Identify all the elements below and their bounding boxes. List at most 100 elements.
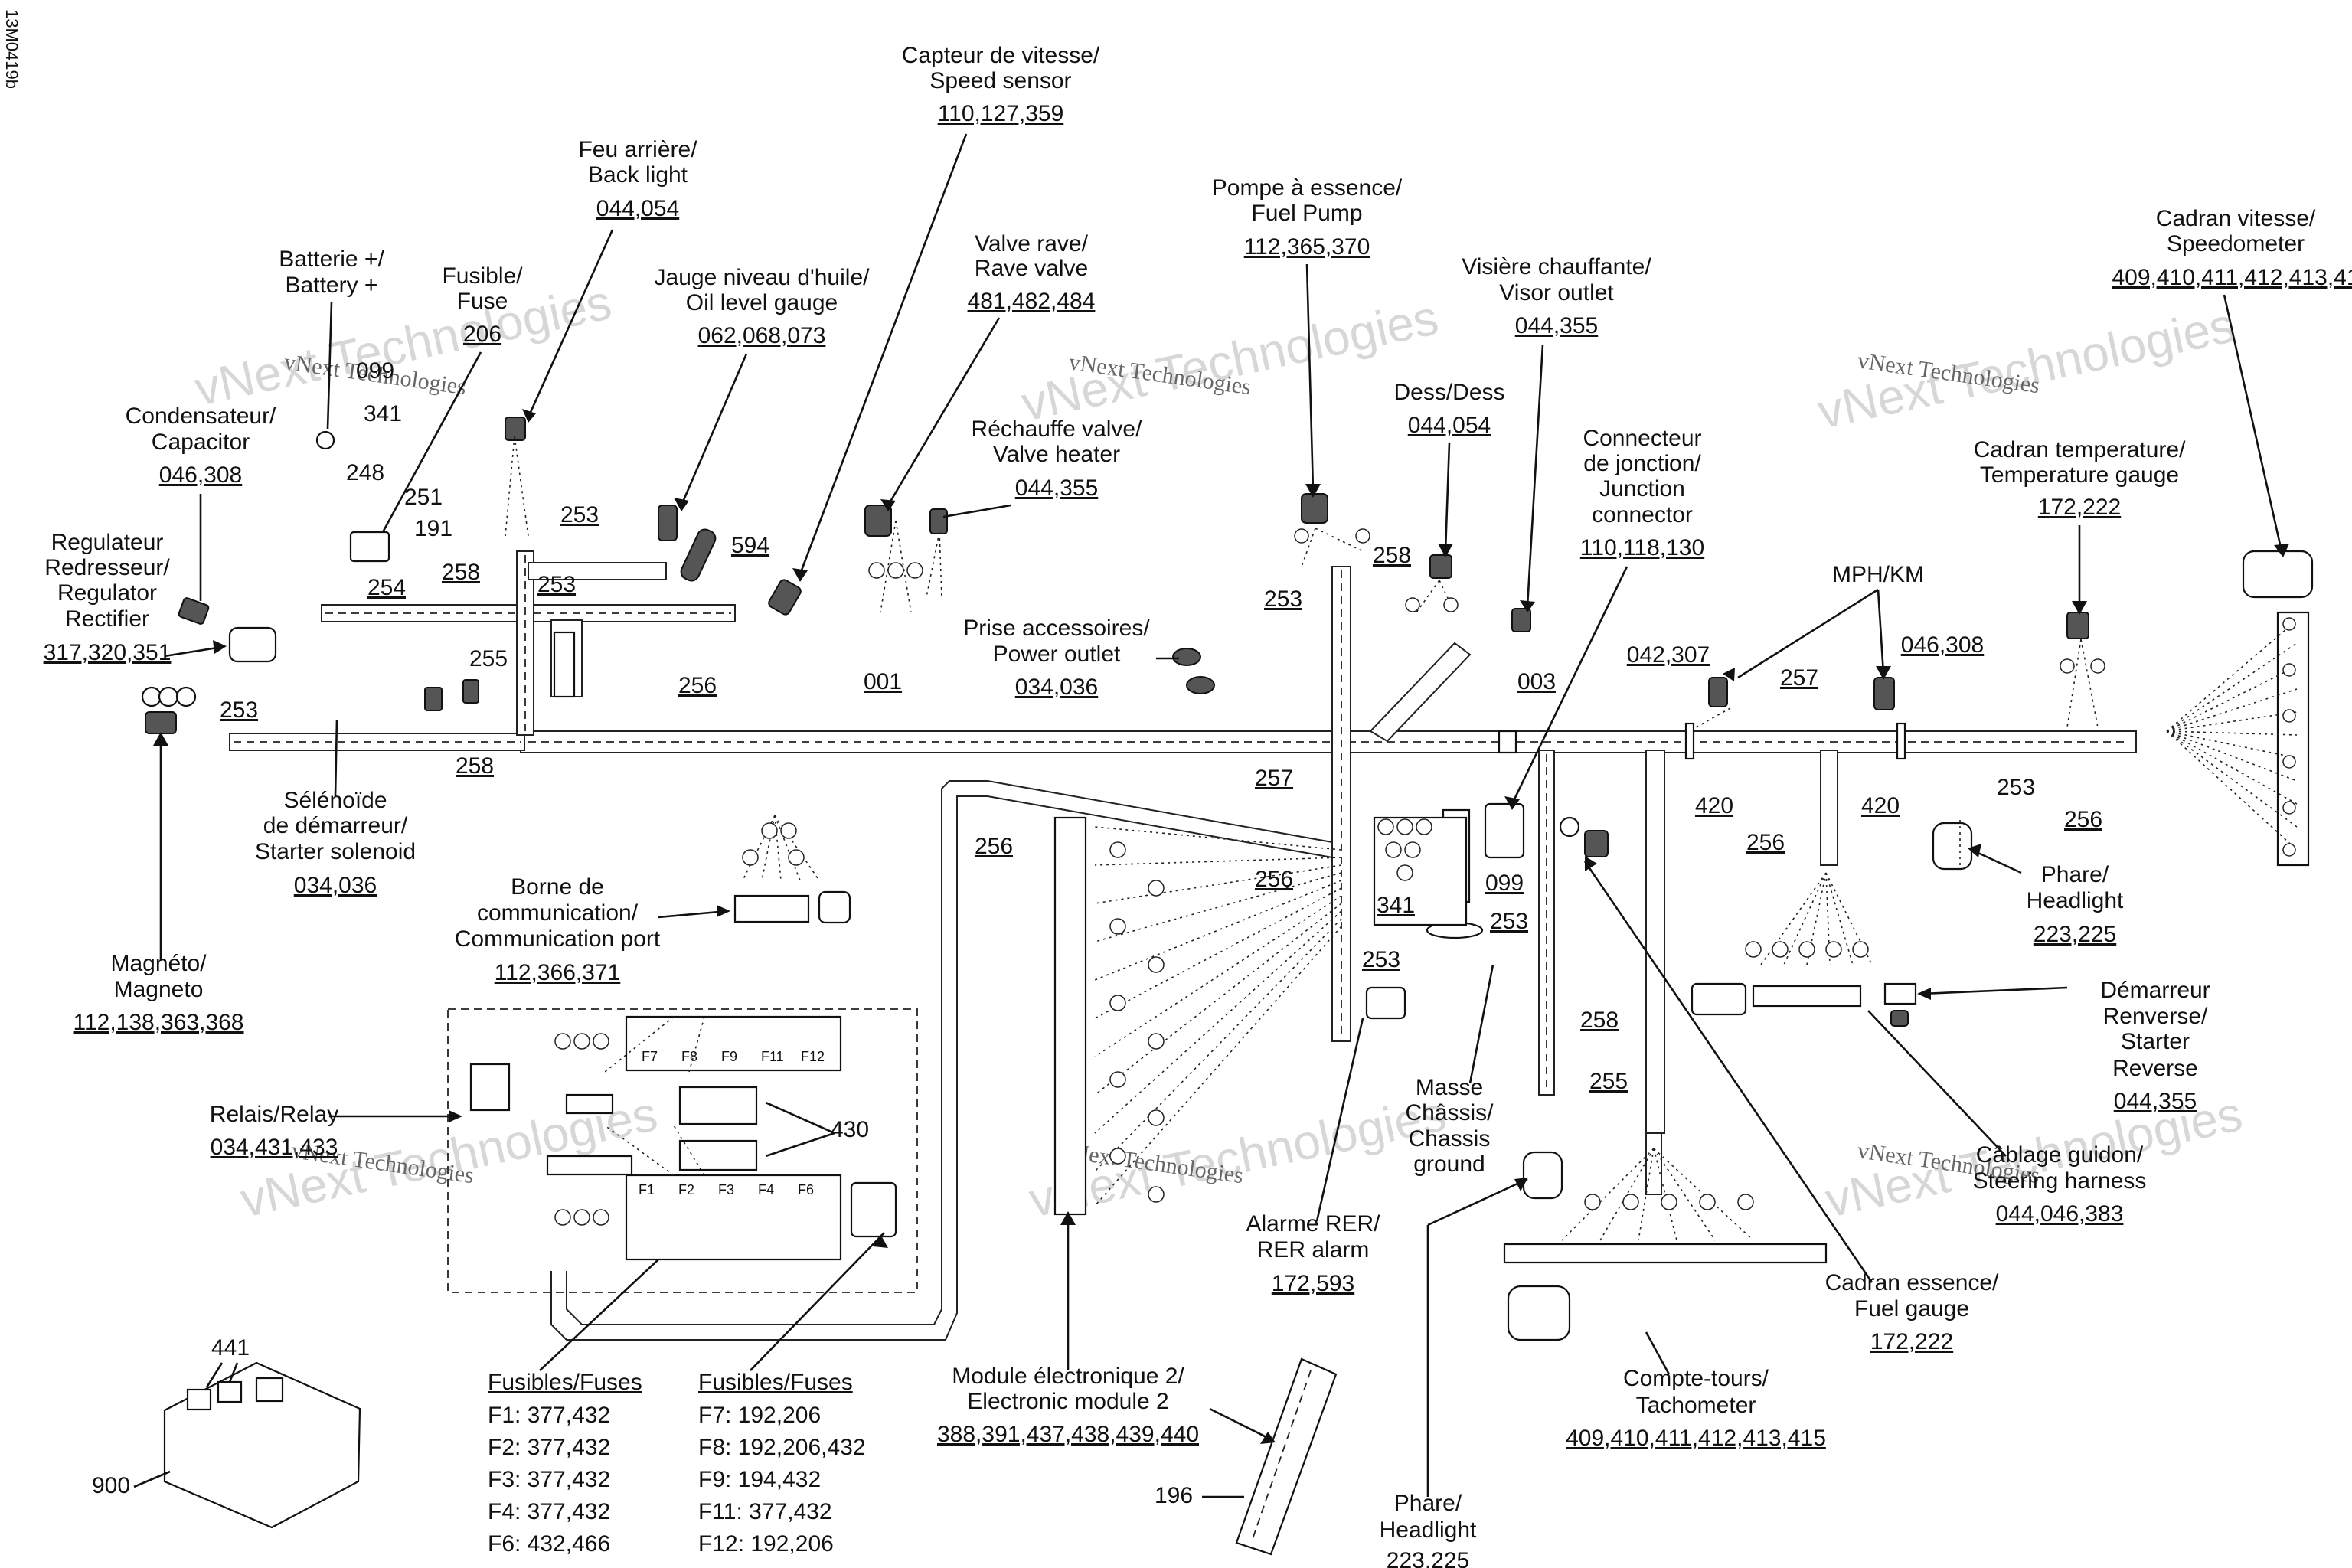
- svg-text:de démarreur/: de démarreur/: [263, 813, 408, 838]
- svg-text:communication/: communication/: [477, 900, 639, 926]
- svg-text:Renverse/: Renverse/: [2103, 1004, 2208, 1029]
- svg-text:Chassis: Chassis: [1409, 1126, 1491, 1152]
- fuses-heading-left: Fusibles/Fuses: [488, 1370, 642, 1395]
- fuse-box-relay: [255, 1377, 284, 1403]
- ref-341: 341: [1377, 893, 1415, 918]
- svg-text:Magnéto/: Magnéto/: [110, 951, 207, 976]
- ref-253: 253: [220, 697, 258, 723]
- svg-text:110,127,359: 110,127,359: [938, 101, 1064, 126]
- svg-text:Dess/Dess: Dess/Dess: [1393, 380, 1504, 405]
- rer-alarm-body: [1365, 986, 1406, 1020]
- ref-430: 430: [831, 1117, 869, 1142]
- svg-text:Regulateur: Regulateur: [51, 530, 164, 555]
- svg-text:Cadran vitesse/: Cadran vitesse/: [2156, 206, 2316, 231]
- svg-text:172,222: 172,222: [1870, 1329, 1953, 1354]
- inline-connector-dots: [554, 528, 2296, 1226]
- svg-text:112,366,371: 112,366,371: [495, 960, 621, 985]
- fuse-slot-label: F2: [678, 1182, 694, 1197]
- svg-text:Rectifier: Rectifier: [65, 606, 149, 632]
- capacitor: [178, 597, 210, 625]
- capacitor-callout: Condensateur/ Capacitor 046,308: [126, 403, 276, 488]
- regulator-callout: Regulateur Redresseur/ Regulator Rectifi…: [44, 530, 172, 665]
- fuse-box-900: [163, 1361, 361, 1529]
- fuse-slot-label: F4: [758, 1182, 774, 1197]
- svg-text:044,355: 044,355: [1015, 475, 1098, 501]
- document-id: 13M0419b: [2, 9, 21, 89]
- svg-text:ground: ground: [1413, 1152, 1485, 1177]
- svg-text:Câblage guidon/: Câblage guidon/: [1976, 1142, 2144, 1168]
- svg-text:Relais/Relay: Relais/Relay: [210, 1102, 338, 1127]
- ref-046-308: 046,308: [1901, 632, 1984, 658]
- ref-099: 099: [356, 358, 394, 384]
- fuse-box-bottom-labels: F1 F2 F3 F4 F6: [639, 1182, 814, 1197]
- svg-text:Communication port: Communication port: [455, 926, 661, 952]
- power-outlet-callout: Prise accessoires/ Power outlet 034,036: [963, 616, 1150, 700]
- fuse-line: F12: 192,206: [698, 1531, 834, 1557]
- fuse-slot-label: F11: [761, 1049, 784, 1064]
- fuse-line: F7: 192,206: [698, 1403, 821, 1428]
- ref-255: 255: [1589, 1069, 1628, 1094]
- fuse-line: F4: 377,432: [488, 1499, 610, 1524]
- back-light-connector: [505, 416, 526, 441]
- temperature-gauge-connector: [2066, 612, 2089, 639]
- tachometer-pin-block: [1503, 1243, 1828, 1264]
- regulator-rectifier: [228, 626, 277, 663]
- svg-text:Prise accessoires/: Prise accessoires/: [963, 616, 1150, 641]
- magneto-callout: Magnéto/ Magneto 112,138,363,368: [74, 951, 244, 1035]
- ref-251: 251: [404, 485, 443, 510]
- tachometer-callout: Compte-tours/ Tachometer 409,410,411,412…: [1566, 1366, 1826, 1451]
- ref-256: 256: [1746, 830, 1785, 855]
- svg-text:Back light: Back light: [588, 162, 688, 188]
- fuse-line: F3: 377,432: [488, 1467, 610, 1492]
- ref-253: 253: [1362, 947, 1400, 972]
- svg-text:Starter: Starter: [2121, 1029, 2190, 1054]
- svg-text:Power outlet: Power outlet: [993, 642, 1121, 667]
- ref-258: 258: [442, 560, 480, 585]
- ref-257: 257: [1255, 766, 1293, 791]
- arrowheads: [153, 409, 2289, 1444]
- svg-text:Masse: Masse: [1416, 1075, 1483, 1100]
- ref-420: 420: [1695, 793, 1733, 818]
- electronic-module-callout: Module électronique 2/ Electronic module…: [937, 1364, 1199, 1447]
- svg-text:Headlight: Headlight: [2027, 888, 2124, 913]
- svg-text:Speedometer: Speedometer: [2167, 231, 2305, 256]
- ref-256: 256: [975, 834, 1013, 859]
- ref-420: 420: [1861, 793, 1900, 818]
- main-harness: [229, 550, 2137, 1341]
- svg-text:Capteur de vitesse/: Capteur de vitesse/: [902, 43, 1100, 68]
- fuse-slot-label: F8: [681, 1049, 697, 1064]
- fuse-box-relay: [186, 1388, 212, 1411]
- ref-256: 256: [2064, 807, 2102, 832]
- steering-harness-connector: [1690, 982, 1747, 1016]
- magneto-connector: [145, 711, 177, 734]
- magneto-pin: [141, 686, 162, 707]
- svg-text:Phare/: Phare/: [2041, 862, 2109, 887]
- valve-heater-callout: Réchauffe valve/ Valve heater 044,355: [972, 416, 1143, 501]
- back-light-callout: Feu arrière/ Back light 044,054: [578, 137, 697, 221]
- svg-text:206: 206: [463, 322, 501, 347]
- fuse-slot-label: F6: [798, 1182, 814, 1197]
- electronic-module-pin-strip: [1054, 816, 1087, 1216]
- svg-text:Compte-tours/: Compte-tours/: [1623, 1366, 1769, 1391]
- relay-module: [850, 1181, 897, 1238]
- ref-003: 003: [1517, 669, 1556, 694]
- starter-reverse-connector: [1890, 1010, 1909, 1027]
- ref-256: 256: [1255, 867, 1293, 892]
- oil-level-sensor: [680, 528, 717, 582]
- magneto-pin: [158, 686, 179, 707]
- relay-block-b: [546, 1155, 633, 1176]
- svg-text:046,308: 046,308: [159, 462, 242, 488]
- watermark-big: vNext Technologies: [190, 274, 616, 416]
- fuse-slot-label: F7: [642, 1049, 658, 1064]
- rave-valve-callout: Valve rave/ Rave valve 481,482,484: [968, 231, 1096, 314]
- steering-harness-pin-block: [1752, 985, 1862, 1008]
- ref-numbers: 099 341 248 251 191 253 594 258 253 254 …: [92, 358, 2102, 1508]
- fuse-line: F11: 377,432: [698, 1499, 832, 1524]
- power-outlet-connector: [1172, 648, 1201, 666]
- svg-text:223,225: 223,225: [1387, 1548, 1469, 1568]
- speedometer-pin-block: [2276, 611, 2310, 867]
- svg-text:Reverse: Reverse: [2112, 1056, 2198, 1081]
- fuse-pcb: [553, 631, 576, 698]
- svg-text:Fuel Pump: Fuel Pump: [1251, 201, 1362, 226]
